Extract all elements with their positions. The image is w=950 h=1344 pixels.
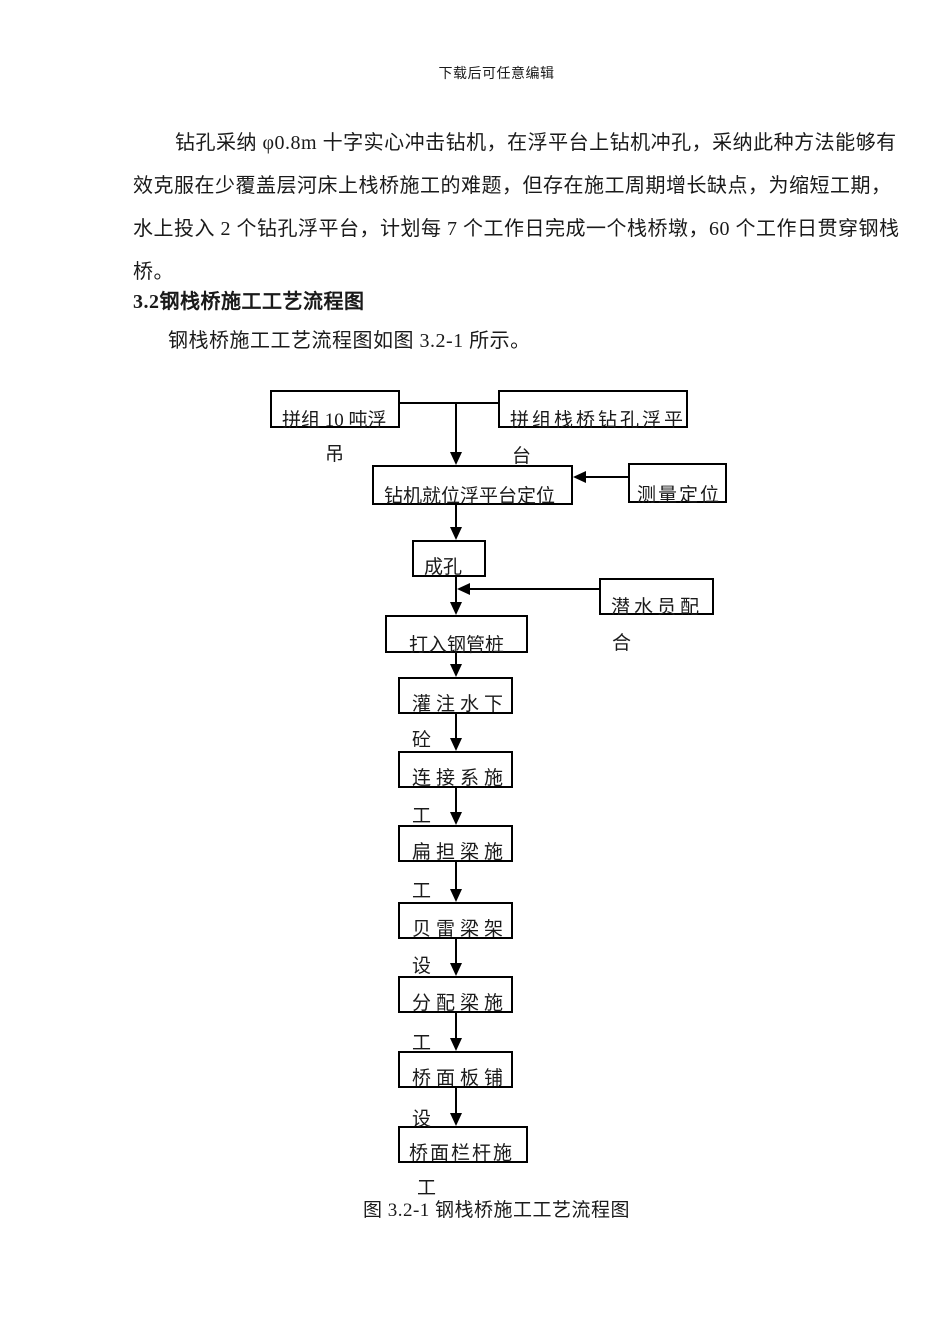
flow-node-overflow-label: 台	[512, 446, 532, 467]
flow-node-assemble-platform	[498, 390, 688, 428]
flow-node-label: 灌注水下	[412, 694, 509, 715]
body-text-line: 钻孔采纳 φ0.8m 十字实心冲击钻机，在浮平台上钻机冲孔，采纳此种方法能够有	[175, 132, 897, 154]
arrowhead-down-icon	[450, 738, 462, 751]
body-text-line: 效克服在少覆盖层河床上栈桥施工的难题，但存在施工周期增长缺点，为缩短工期，	[133, 175, 892, 197]
flow-node-label: 连接系施	[412, 768, 509, 789]
flow-line	[455, 939, 457, 965]
flow-node-label: 扁担梁施	[412, 842, 509, 863]
flow-node-carrying-beam	[398, 825, 513, 862]
flow-node-assemble-crane	[270, 390, 400, 428]
body-text-line: 桥。	[133, 261, 174, 283]
section-heading: 3.2钢栈桥施工工艺流程图	[133, 291, 365, 313]
flow-line-survey	[586, 476, 628, 478]
flow-line	[455, 714, 457, 740]
flow-node-label: 桥面板铺	[412, 1068, 509, 1089]
flow-line-diver	[470, 588, 600, 590]
flow-line-top-connector	[400, 402, 498, 404]
flow-node-label: 测量定位	[637, 485, 722, 506]
flow-node-overflow-label: 工	[412, 806, 432, 827]
flow-node-hole-forming	[412, 540, 486, 577]
flow-node-overflow-label: 设	[412, 1109, 432, 1130]
flow-line	[455, 788, 457, 814]
flow-node-diver	[599, 578, 714, 615]
flow-node-label: 桥面栏杆施	[409, 1143, 515, 1164]
arrowhead-down-icon	[450, 812, 462, 825]
arrowhead-left-icon	[457, 583, 470, 595]
arrowhead-down-icon	[450, 889, 462, 902]
flow-node-deck-plate	[398, 1051, 513, 1088]
flow-node-distribution-beam	[398, 976, 513, 1013]
flow-node-label: 钻机就位浮平台定位	[384, 486, 556, 507]
page-header-note: 下载后可任意编辑	[438, 67, 555, 82]
arrowhead-down-icon	[450, 602, 462, 615]
flow-node-label: 潜水员配	[611, 597, 704, 618]
figure-intro-text: 钢栈桥施工工艺流程图如图 3.2-1 所示。	[168, 330, 531, 352]
flow-line	[455, 1013, 457, 1040]
flow-node-label: 打入钢管桩	[409, 635, 505, 656]
flow-node-bailey-beam	[398, 902, 513, 939]
flow-node-overflow-label: 砼	[412, 730, 432, 751]
flow-node-label: 贝雷梁架	[412, 919, 509, 940]
flow-node-underwater-concrete	[398, 677, 513, 714]
flow-node-rig-positioning	[372, 465, 573, 505]
flow-node-connection-system	[398, 751, 513, 788]
flow-node-overflow-label: 工	[412, 881, 432, 902]
flow-line	[455, 577, 457, 604]
flow-node-overflow-label: 工	[417, 1178, 437, 1199]
flow-line	[455, 505, 457, 529]
flow-node-label: 拼组 10 吨浮	[282, 410, 387, 431]
flow-node-label: 成孔	[424, 557, 463, 578]
arrowhead-down-icon	[450, 1113, 462, 1126]
flow-node-overflow-label: 合	[612, 633, 632, 654]
flow-node-label: 拼组栈桥钻孔浮平	[510, 410, 687, 431]
figure-caption: 图 3.2-1 钢栈桥施工工艺流程图	[362, 1200, 631, 1221]
flow-line	[455, 862, 457, 891]
arrowhead-down-icon	[450, 963, 462, 976]
flow-node-survey-positioning	[628, 463, 727, 503]
arrowhead-down-icon	[450, 664, 462, 677]
flow-line	[455, 402, 457, 453]
flow-node-overflow-label: 设	[412, 956, 432, 977]
flow-node-pipe-piles	[385, 615, 528, 653]
flow-node-deck-railing	[398, 1126, 528, 1163]
arrowhead-left-icon	[573, 471, 586, 483]
flow-node-label: 分配梁施	[412, 993, 509, 1014]
arrowhead-down-icon	[450, 452, 462, 465]
flow-line	[455, 653, 457, 666]
flow-node-overflow-label: 工	[412, 1033, 432, 1054]
arrowhead-down-icon	[450, 1038, 462, 1051]
flow-node-overflow-label: 吊	[325, 444, 345, 465]
body-text-line: 水上投入 2 个钻孔浮平台，计划每 7 个工作日完成一个栈桥墩，60 个工作日贯…	[133, 218, 900, 240]
flow-line	[455, 1088, 457, 1115]
arrowhead-down-icon	[450, 527, 462, 540]
